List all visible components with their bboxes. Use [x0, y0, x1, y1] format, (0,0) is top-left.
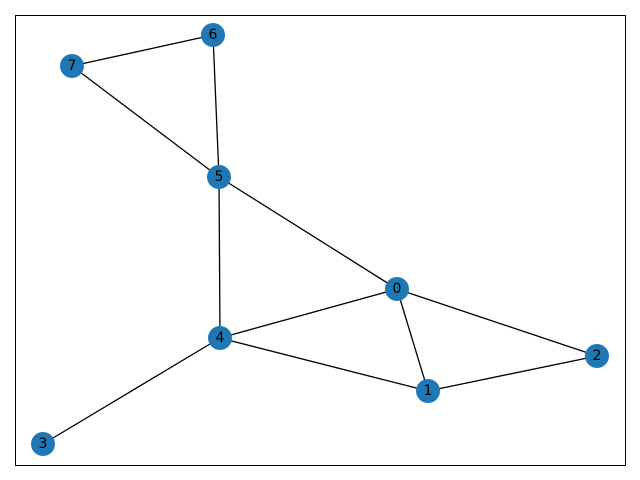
edge-5-7: [71, 65, 220, 178]
node-label: 7: [68, 58, 77, 74]
edge-0-2: [396, 288, 598, 357]
node-1: 1: [416, 379, 440, 403]
node-label: 3: [39, 436, 48, 452]
node-label: 0: [393, 281, 402, 297]
node-circle: [385, 277, 409, 301]
nodes-group: 0 1 2 3 4 5 6 7: [31, 23, 609, 456]
node-circle: [585, 344, 609, 368]
node-label: 1: [424, 383, 433, 399]
node-6: 6: [201, 23, 225, 47]
edge-0-4: [219, 288, 398, 339]
edges-group: [42, 34, 598, 445]
node-4: 4: [208, 326, 232, 350]
edge-1-4: [219, 337, 429, 392]
edge-1-2: [427, 355, 598, 392]
edge-5-6: [212, 34, 220, 178]
node-label: 6: [209, 27, 218, 43]
edge-3-4: [42, 337, 221, 445]
node-0: 0: [385, 277, 409, 301]
node-3: 3: [31, 432, 55, 456]
node-circle: [201, 23, 225, 47]
node-circle: [60, 54, 84, 78]
node-7: 7: [60, 54, 84, 78]
node-circle: [416, 379, 440, 403]
node-label: 5: [215, 169, 224, 185]
node-circle: [31, 432, 55, 456]
node-circle: [207, 165, 231, 189]
plot-frame: [15, 15, 626, 466]
edge-0-1: [396, 288, 429, 392]
edge-6-7: [71, 34, 214, 67]
edge-4-5: [218, 176, 221, 339]
node-label: 2: [593, 348, 602, 364]
node-5: 5: [207, 165, 231, 189]
edge-0-5: [218, 176, 398, 290]
node-circle: [208, 326, 232, 350]
node-2: 2: [585, 344, 609, 368]
node-label: 4: [216, 330, 225, 346]
